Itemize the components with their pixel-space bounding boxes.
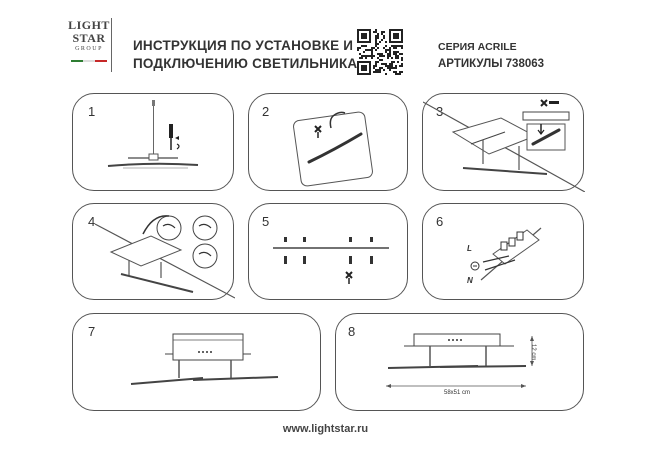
screwdriver-icon — [169, 124, 180, 150]
ground-icon — [470, 261, 480, 271]
logo-tricolor-bar — [71, 60, 107, 62]
step-panel-8: 8 12 cm 58x51 cm — [335, 313, 584, 411]
dimension-height: 12 cm — [530, 344, 536, 361]
step-number: 6 — [436, 214, 444, 229]
brand-logo: LIGHT STAR GROUP — [67, 18, 112, 72]
step-5-illustration — [273, 237, 389, 284]
step-panel-2: 2 — [248, 93, 408, 191]
article-number: АРТИКУЛЫ 738063 — [438, 58, 545, 70]
step-panel-1: 1 — [72, 93, 234, 191]
step-2-illustration — [293, 111, 373, 187]
step-1-illustration — [107, 100, 199, 169]
logo-text-group: GROUP — [75, 46, 103, 52]
step-4-illustration — [94, 215, 235, 299]
step-panel-5: 5 — [248, 203, 408, 300]
step-panel-6: 6 L N — [422, 203, 584, 300]
step-panel-4: 4 — [72, 203, 235, 300]
step-number: 8 — [348, 324, 356, 339]
step-6-illustration — [470, 227, 542, 281]
wire-label-n: N — [467, 276, 473, 285]
page-title-line-2: ПОДКЛЮЧЕНИЮ СВЕТИЛЬНИКА — [133, 56, 358, 71]
logo-text-light: LIGHT — [68, 18, 110, 32]
step-number: 1 — [88, 104, 96, 119]
step-panel-7: 7 — [72, 313, 321, 411]
step-number: 2 — [262, 104, 270, 119]
wire-label-l: L — [467, 244, 472, 253]
dimension-width: 58x51 cm — [444, 390, 471, 396]
step-3-illustration — [423, 99, 585, 192]
footer-url[interactable]: www.lightstar.ru — [282, 423, 369, 435]
qr-code-icon — [357, 29, 403, 75]
logo-text-star: STAR — [72, 31, 106, 45]
series-label: СЕРИЯ ACRILE — [438, 41, 517, 53]
step-8-illustration — [386, 333, 534, 388]
step-number: 4 — [88, 214, 96, 229]
step-7-illustration — [130, 333, 279, 385]
screwdriver-icon — [314, 125, 322, 138]
step-number: 5 — [262, 214, 270, 229]
step-panel-3: 3 — [422, 93, 585, 192]
screwdriver-icon — [345, 271, 353, 284]
step-number: 7 — [88, 324, 96, 339]
screwdriver-icon — [540, 99, 559, 107]
page-title-line-1: ИНСТРУКЦИЯ ПО УСТАНОВКЕ И — [133, 38, 354, 53]
